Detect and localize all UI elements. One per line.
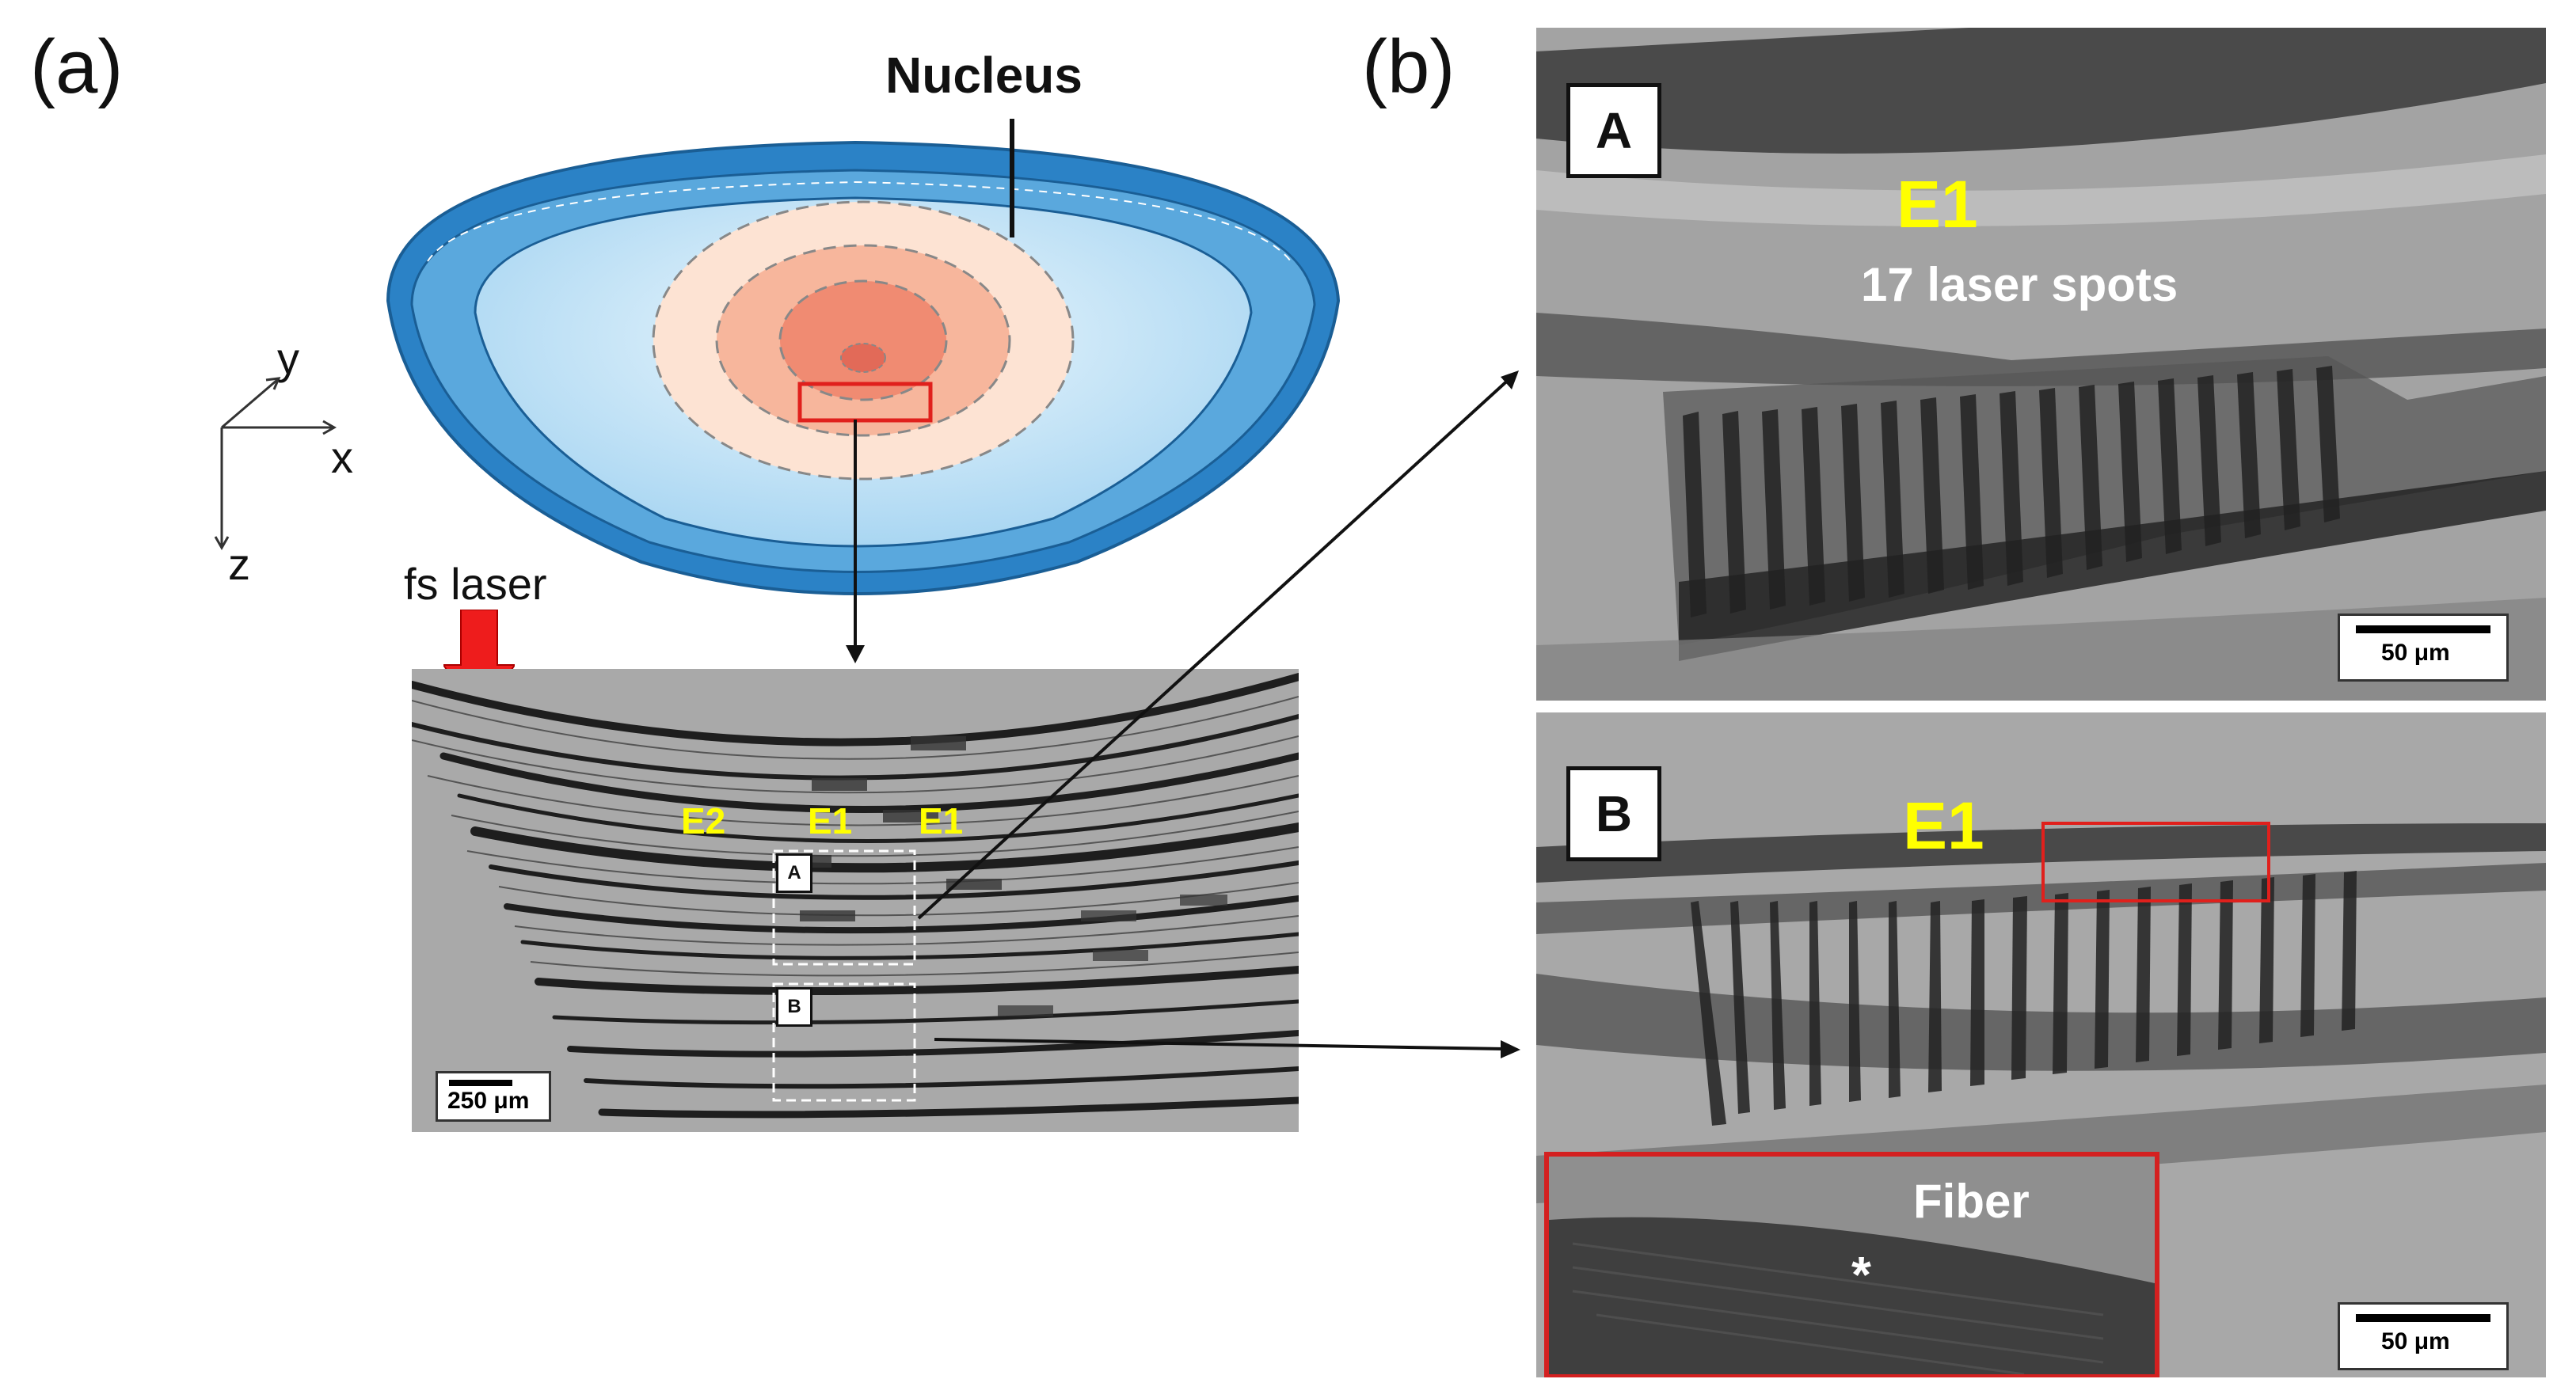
- laser-label: fs laser: [404, 559, 547, 609]
- image-a-scale-text: 50 μm: [2381, 640, 2450, 666]
- micrograph-scale-bar: 250 μm: [436, 1071, 551, 1122]
- micrograph-texture: [412, 669, 1299, 1132]
- image-b-title: E1: [1903, 788, 1984, 863]
- axis-y-label: y: [277, 333, 299, 383]
- panel-b-letter: (b): [1362, 25, 1455, 109]
- image-b-highlight-box: [2041, 822, 2270, 902]
- image-a-texture: [1536, 28, 2546, 701]
- fiber-inset-texture: [1549, 1157, 2155, 1374]
- fiber-inset: Fiber *: [1544, 1152, 2159, 1377]
- panel-a-letter: (a): [30, 25, 124, 109]
- lens-micrograph: E2 E1 E1 A B 250 μm: [412, 669, 1299, 1132]
- epithelial-cells: [427, 180, 1292, 262]
- micrograph-scale-text: 250 μm: [447, 1088, 530, 1114]
- nucleus-label: Nucleus: [885, 47, 1083, 104]
- micrograph-label-e1-left: E1: [808, 800, 853, 841]
- nucleus-highlight-box: [797, 382, 933, 423]
- region-a-tag: A: [776, 853, 812, 893]
- axis-z-label: z: [228, 539, 250, 589]
- image-b: B E1 Fiber * 50 μm: [1536, 712, 2546, 1377]
- micrograph-label-e2: E2: [681, 800, 726, 841]
- image-a-title: E1: [1897, 167, 1978, 241]
- image-a: A E1 17 laser spots 50 μm: [1536, 28, 2546, 701]
- region-b-tag: B: [776, 987, 812, 1027]
- micrograph-label-e1-right: E1: [919, 800, 964, 841]
- axis-x-label: x: [331, 432, 353, 482]
- region-a-box: [772, 849, 916, 966]
- image-b-scale-text: 50 μm: [2381, 1328, 2450, 1354]
- connector-down-arrow: [846, 420, 865, 663]
- region-b-box: [772, 982, 916, 1102]
- connector-arrows: [917, 370, 1520, 1058]
- fiber-asterisk: *: [1851, 1246, 1871, 1303]
- nucleus-core: [840, 343, 886, 373]
- image-a-scale-bar: 50 μm: [2338, 614, 2509, 682]
- nucleus-ring-3: [778, 279, 948, 401]
- axes-diagram: [214, 377, 337, 551]
- fiber-label: Fiber: [1913, 1175, 2030, 1228]
- image-a-subtitle: 17 laser spots: [1861, 258, 2178, 311]
- lens-diagram: [386, 119, 1341, 595]
- image-b-tag: B: [1566, 766, 1661, 861]
- image-b-scale-bar: 50 μm: [2338, 1302, 2509, 1370]
- image-a-tag: A: [1566, 83, 1661, 178]
